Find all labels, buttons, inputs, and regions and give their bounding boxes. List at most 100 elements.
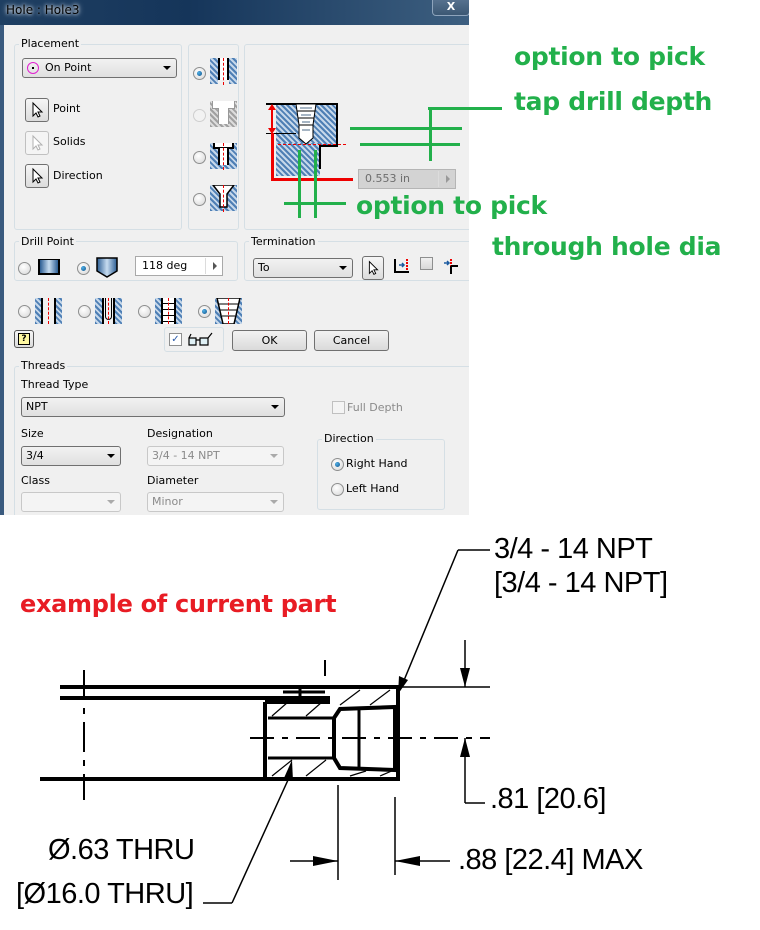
- help-button[interactable]: ?: [14, 330, 34, 348]
- hole-type-counterbore-radio[interactable]: [193, 109, 206, 122]
- designation-dropdown[interactable]: 3/4 - 14 NPT: [147, 446, 284, 466]
- hole-dialog: Hole : Hole3 X Placement On Point Point …: [0, 0, 469, 515]
- point-label: Point: [53, 102, 81, 115]
- depth-value-field[interactable]: 0.553 in: [358, 169, 456, 189]
- cursor-arrow-icon: [368, 260, 379, 275]
- placement-method-dropdown[interactable]: On Point: [22, 58, 177, 78]
- dialog-title: Hole : Hole3: [6, 3, 80, 17]
- depth-value: 0.553 in: [365, 172, 411, 185]
- hole-type-spotface-radio[interactable]: [193, 151, 206, 164]
- window-border: [0, 25, 4, 515]
- right-hand-radio[interactable]: [331, 458, 344, 471]
- size-dropdown[interactable]: 3/4: [21, 446, 121, 466]
- termination-label: Termination: [249, 235, 318, 248]
- placement-method-value: On Point: [45, 61, 92, 74]
- termination-dropdown[interactable]: To: [253, 258, 353, 278]
- chevron-down-icon: [107, 500, 115, 504]
- tapped-hole-icon: [155, 298, 182, 324]
- ok-button[interactable]: OK: [232, 330, 307, 351]
- terminate-face-icon[interactable]: [393, 257, 411, 275]
- preview-checkbox[interactable]: ✓: [169, 333, 182, 346]
- size-label: Size: [21, 427, 44, 440]
- taper-tapped-hole-radio[interactable]: [198, 305, 211, 318]
- drill-angle-field[interactable]: 118 deg: [135, 256, 223, 276]
- annotation-thru-line1: option to pick: [356, 191, 547, 220]
- extend-face-icon: [444, 259, 458, 274]
- expand-arrow-icon[interactable]: [446, 175, 450, 183]
- hole-type-drilled-radio[interactable]: [193, 67, 206, 80]
- annotation-tap-drill-line1: option to pick: [514, 42, 705, 71]
- simple-hole-radio[interactable]: [18, 305, 31, 318]
- annotation-thru-line2: through hole dia: [492, 232, 722, 261]
- right-hand-label: Right Hand: [346, 457, 408, 470]
- cancel-button[interactable]: Cancel: [314, 330, 389, 351]
- thread-callout-line2: [3/4 - 14 NPT]: [494, 567, 668, 599]
- hole-type-countersink-radio[interactable]: [193, 193, 206, 206]
- max-length-dimension: .88 [22.4] MAX: [458, 844, 643, 876]
- placement-group: [14, 44, 182, 230]
- chevron-down-icon: [163, 66, 171, 70]
- annotation-tap-drill-line2: tap drill depth: [514, 87, 713, 116]
- help-icon: ?: [18, 333, 30, 345]
- clearance-hole-icon: [95, 298, 122, 324]
- placement-label: Placement: [19, 37, 82, 50]
- part-drawing: 3/4 - 14 NPT [3/4 - 14 NPT] .81 [20.6] Ø…: [0, 520, 760, 930]
- full-depth-label: Full Depth: [347, 401, 403, 414]
- tapped-hole-radio[interactable]: [138, 305, 151, 318]
- direction-pick-button[interactable]: [25, 164, 49, 188]
- cursor-arrow-icon: [32, 167, 44, 184]
- preview-group: [244, 44, 469, 230]
- direction-group: [317, 439, 445, 510]
- countersink-hole-icon: [210, 185, 237, 212]
- full-depth-checkbox[interactable]: [332, 401, 345, 414]
- chevron-down-icon: [339, 266, 347, 270]
- direction-label: Direction: [53, 169, 103, 182]
- hole-preview-graphic: [266, 103, 353, 183]
- diameter-label: Diameter: [147, 474, 199, 487]
- left-hand-radio[interactable]: [331, 483, 344, 496]
- drill-point-angle-radio[interactable]: [77, 262, 90, 275]
- size-value: 3/4: [26, 449, 44, 462]
- flat-drill-point-icon: [38, 259, 60, 275]
- thru-diameter-line1: Ø.63 THRU: [48, 834, 195, 866]
- threads-group: [14, 366, 469, 515]
- designation-label: Designation: [147, 427, 213, 440]
- cursor-arrow-icon: [32, 134, 44, 151]
- drilled-hole-icon: [210, 58, 237, 85]
- class-dropdown[interactable]: [21, 492, 121, 512]
- thru-diameter-line2: [Ø16.0 THRU]: [16, 878, 194, 910]
- simple-hole-icon: [35, 298, 62, 324]
- direction-group-label: Direction: [322, 432, 376, 445]
- taper-tapped-hole-icon: [215, 298, 242, 324]
- diameter-dropdown[interactable]: Minor: [147, 492, 284, 512]
- termination-value: To: [258, 261, 270, 274]
- drill-point-flat-radio[interactable]: [18, 262, 31, 275]
- thread-callout-line1: 3/4 - 14 NPT: [494, 533, 653, 565]
- preview-toggle-group: [164, 327, 224, 352]
- cursor-arrow-icon: [32, 101, 44, 118]
- thread-type-value: NPT: [26, 400, 48, 413]
- designation-value: 3/4 - 14 NPT: [152, 449, 220, 462]
- example-label: example of current part: [20, 590, 337, 618]
- termination-pick-button[interactable]: [362, 256, 384, 280]
- chevron-down-icon: [107, 454, 115, 458]
- threads-label: Threads: [19, 359, 68, 372]
- solids-pick-button[interactable]: [25, 131, 49, 155]
- chevron-down-icon: [270, 500, 278, 504]
- depth-dimension: .81 [20.6]: [490, 783, 606, 815]
- chevron-down-icon: [271, 405, 279, 409]
- thread-type-label: Thread Type: [21, 378, 89, 391]
- spotface-hole-icon: [210, 143, 237, 170]
- glasses-preview-icon: [188, 332, 213, 346]
- expand-arrow-icon[interactable]: [213, 262, 217, 270]
- drill-point-label: Drill Point: [19, 235, 76, 248]
- close-button[interactable]: X: [432, 0, 469, 16]
- clearance-hole-radio[interactable]: [78, 305, 91, 318]
- thread-type-dropdown[interactable]: NPT: [21, 397, 285, 417]
- point-pick-button[interactable]: [25, 98, 49, 122]
- title-bar[interactable]: Hole : Hole3 X: [0, 0, 469, 25]
- extend-checkbox[interactable]: [420, 257, 433, 270]
- left-hand-label: Left Hand: [346, 482, 400, 495]
- chevron-down-icon: [270, 454, 278, 458]
- termination-group: [244, 241, 469, 281]
